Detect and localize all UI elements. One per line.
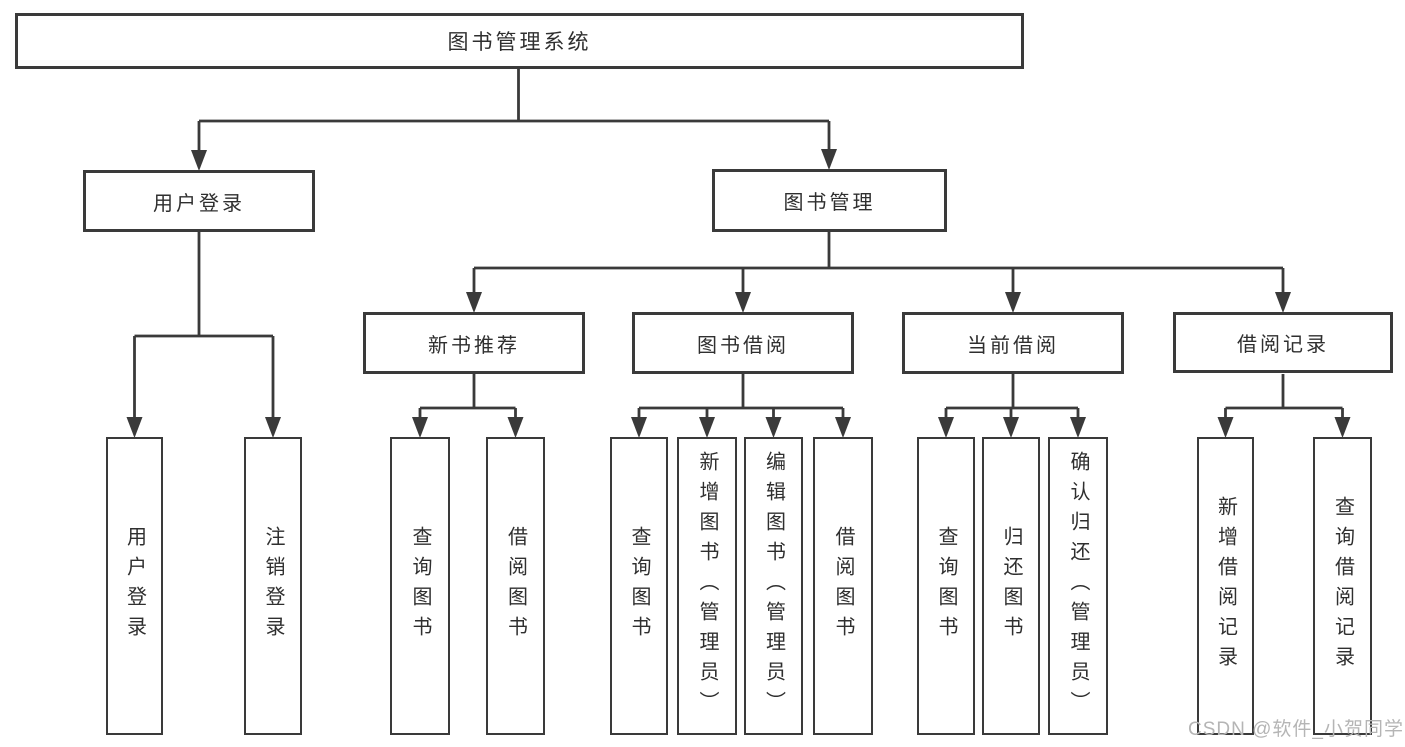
watermark: CSDN @软件_小贺同学 bbox=[1188, 719, 1404, 740]
arrowhead-icon bbox=[466, 292, 482, 313]
leaf-nb-query-books: 查询图书 bbox=[390, 437, 450, 735]
node-user-login: 用户登录 bbox=[83, 170, 315, 232]
leaf-cb-return-books: 归还图书 bbox=[982, 437, 1040, 735]
arrowhead-icon bbox=[938, 417, 954, 438]
arrowhead-icon bbox=[835, 417, 851, 438]
arrowhead-icon bbox=[821, 149, 837, 170]
arrowheads bbox=[126, 149, 1351, 438]
arrowhead-icon bbox=[1275, 292, 1291, 313]
arrowhead-icon bbox=[265, 417, 281, 438]
arrowhead-icon bbox=[735, 292, 751, 313]
arrowhead-icon bbox=[412, 417, 428, 438]
node-root: 图书管理系统 bbox=[15, 13, 1024, 69]
edge-new-book-recommend bbox=[418, 374, 517, 419]
arrowhead-icon bbox=[765, 417, 782, 438]
node-current-borrowing: 当前借阅 bbox=[902, 312, 1124, 374]
arrowhead-icon bbox=[1070, 417, 1086, 438]
leaf-nb-borrow-books: 借阅图书 bbox=[486, 437, 545, 735]
arrowhead-icon bbox=[191, 150, 207, 171]
leaf-cb-confirm-return-admin: 确认归还（管理员） bbox=[1048, 437, 1108, 735]
arrowhead-icon bbox=[1334, 417, 1351, 438]
arrowhead-icon bbox=[126, 417, 143, 438]
leaf-bb-borrow-books: 借阅图书 bbox=[813, 437, 873, 735]
leaf-br-query-record: 查询借阅记录 bbox=[1313, 437, 1372, 735]
arrowhead-icon bbox=[631, 417, 647, 438]
leaf-logout: 注销登录 bbox=[244, 437, 302, 735]
leaf-bb-query-books: 查询图书 bbox=[610, 437, 668, 735]
edge-borrowing-records bbox=[1224, 374, 1344, 419]
edge-user-login bbox=[133, 232, 275, 419]
arrowhead-icon bbox=[699, 417, 715, 438]
leaf-cb-query-books: 查询图书 bbox=[917, 437, 975, 735]
node-borrowing-records: 借阅记录 bbox=[1173, 312, 1393, 373]
leaf-user-login: 用户登录 bbox=[106, 437, 163, 735]
leaf-bb-add-books-admin: 新增图书（管理员） bbox=[677, 437, 737, 735]
leaf-bb-edit-books-admin: 编辑图书（管理员） bbox=[744, 437, 803, 735]
node-book-management: 图书管理 bbox=[712, 169, 947, 232]
edge-root bbox=[197, 69, 831, 152]
node-new-book-recommend: 新书推荐 bbox=[363, 312, 585, 374]
edge-book-borrowing bbox=[637, 374, 845, 419]
edge-lines bbox=[133, 69, 1344, 419]
arrowhead-icon bbox=[507, 417, 524, 438]
arrowhead-icon bbox=[1217, 417, 1234, 438]
edge-current-borrowing bbox=[944, 374, 1080, 419]
edge-book-management bbox=[472, 232, 1285, 294]
arrowhead-icon bbox=[1003, 417, 1019, 438]
arrowhead-icon bbox=[1005, 292, 1021, 313]
node-book-borrowing: 图书借阅 bbox=[632, 312, 854, 374]
leaf-br-add-record: 新增借阅记录 bbox=[1197, 437, 1254, 735]
